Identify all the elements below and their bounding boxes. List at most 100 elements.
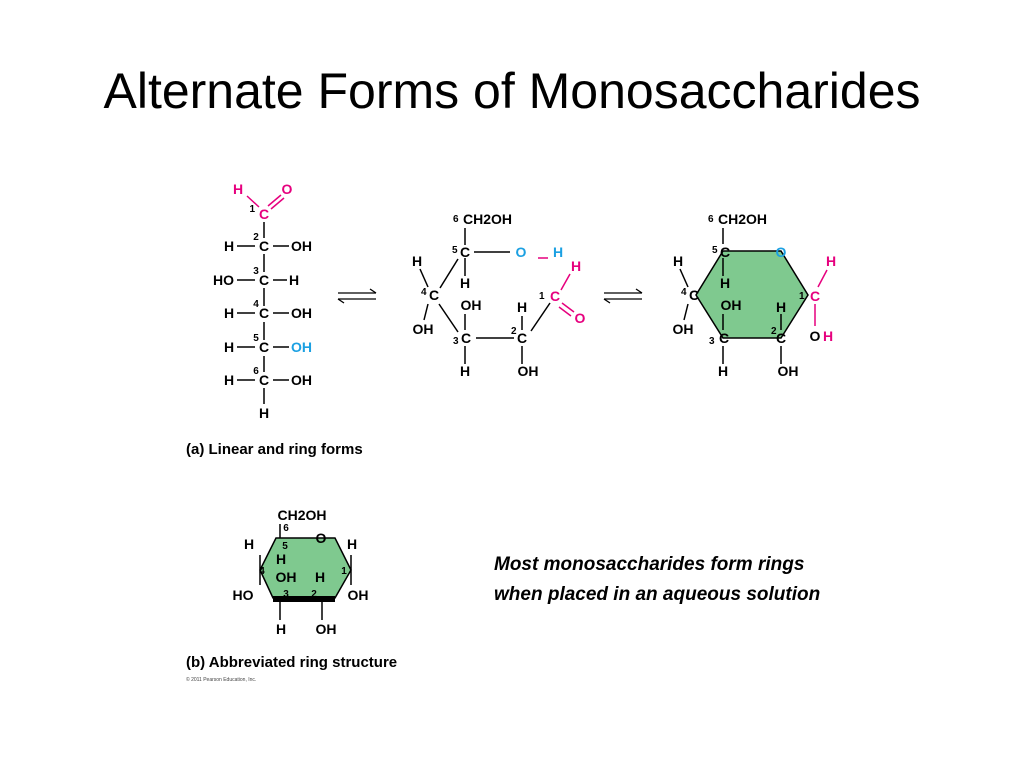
note-line-2: when placed in an aqueous solution xyxy=(494,584,821,605)
abbrev-c2-oh: OH xyxy=(316,621,337,637)
ring-num-5: 5 xyxy=(712,245,718,256)
ring-oxygen: O xyxy=(776,244,787,260)
ring-num-4: 4 xyxy=(681,287,687,298)
open-c5-h: H xyxy=(553,244,563,260)
ring-c4-h: H xyxy=(673,253,683,269)
caption-linear-ring: (a) Linear and ring forms xyxy=(186,441,363,458)
open-c4-h: H xyxy=(412,253,422,269)
linear-c5: C xyxy=(259,339,269,355)
abbrev-c3-oh: OH xyxy=(276,569,297,585)
open-c3-h: H xyxy=(460,363,470,379)
abbrev-num-6: 6 xyxy=(283,523,289,534)
open-c2-h: H xyxy=(517,299,527,315)
linear-bottom-h: H xyxy=(259,405,269,421)
ring-c4: C xyxy=(689,287,699,303)
open-chain-labels: 6 CH2OH 5 C O H H H 4 C OH OH 3 C H H 2 … xyxy=(412,211,586,379)
open-c3: C xyxy=(461,330,471,346)
open-num-4: 4 xyxy=(421,287,427,298)
linear-c1: C xyxy=(259,206,269,222)
open-c1-h: H xyxy=(571,258,581,274)
linear-c2-h: H xyxy=(224,238,234,254)
linear-num-6: 6 xyxy=(253,366,259,377)
linear-c3-h: H xyxy=(289,272,299,288)
abbrev-c5-h: H xyxy=(276,551,286,567)
linear-c2: C xyxy=(259,238,269,254)
ring-num-2: 2 xyxy=(771,326,777,337)
abbrev-num-4: 4 xyxy=(259,566,265,577)
open-c3-oh: OH xyxy=(461,297,482,313)
open-c1: C xyxy=(550,288,560,304)
ring-c2: C xyxy=(776,330,786,346)
linear-c6-oh: OH xyxy=(291,372,312,388)
open-c2-oh: OH xyxy=(518,363,539,379)
open-chain-form xyxy=(419,228,551,364)
open-c5-o: O xyxy=(516,244,527,260)
linear-c5-h: H xyxy=(224,339,234,355)
abbrev-c2-h: H xyxy=(315,569,325,585)
abbrev-c4-ho: HO xyxy=(233,587,254,603)
abbrev-num-5: 5 xyxy=(282,541,288,552)
open-c6-ch2oh: CH2OH xyxy=(463,211,512,227)
ring-c3: C xyxy=(719,330,729,346)
abbrev-ch2oh: CH2OH xyxy=(277,507,326,523)
linear-num-2: 2 xyxy=(253,232,259,243)
note-line-1: Most monosaccharides form rings xyxy=(494,554,805,575)
linear-carbonyl-bonds xyxy=(246,194,285,210)
caption-abbreviated-ring: (b) Abbreviated ring structure xyxy=(186,654,397,671)
slide-title: Alternate Forms of Monosaccharides xyxy=(103,63,921,119)
ring-c5: C xyxy=(720,244,730,260)
linear-c6-h: H xyxy=(224,372,234,388)
linear-num-5: 5 xyxy=(253,333,259,344)
abbrev-c4-h: H xyxy=(244,536,254,552)
open-c5: C xyxy=(460,244,470,260)
abbrev-num-2: 2 xyxy=(311,589,317,600)
abbreviated-ring-labels: CH2OH 6 5 O H H H 4 1 OH H 3 2 HO OH H O… xyxy=(233,507,369,637)
linear-num-3: 3 xyxy=(253,266,259,277)
open-c1-o: O xyxy=(575,310,586,326)
abbrev-c1-oh: OH xyxy=(348,587,369,603)
ring-c2-h: H xyxy=(776,299,786,315)
ring-c2-oh: OH xyxy=(778,363,799,379)
open-num-1: 1 xyxy=(539,291,545,302)
ring-c1-o: O xyxy=(810,328,821,344)
ring-form-c1-bonds xyxy=(814,269,828,326)
open-num-3: 3 xyxy=(453,336,459,347)
linear-c4-oh: OH xyxy=(291,305,312,321)
abbrev-c1-h: H xyxy=(347,536,357,552)
linear-form-labels: H O C 1 C 2 H OH C 3 HO H C 4 H OH C 5 H… xyxy=(213,181,312,421)
equilibrium-arrow-1 xyxy=(337,288,377,304)
linear-num-4: 4 xyxy=(253,299,259,310)
ring-num-1: 1 xyxy=(799,291,805,302)
ring-num-3: 3 xyxy=(709,336,715,347)
linear-c3-ho: HO xyxy=(213,272,234,288)
open-c5-h-down: H xyxy=(460,275,470,291)
ring-num-6: 6 xyxy=(708,214,714,225)
ring-c5-h: H xyxy=(720,275,730,291)
linear-c6: C xyxy=(259,372,269,388)
ring-hexagon xyxy=(695,250,809,339)
linear-c5-oh: OH xyxy=(291,339,312,355)
linear-c4-h: H xyxy=(224,305,234,321)
copyright-notice: © 2011 Pearson Education, Inc. xyxy=(186,676,256,683)
linear-c1-o: O xyxy=(282,181,293,197)
open-chain-carbonyl-bonds xyxy=(538,257,575,317)
linear-c1-h: H xyxy=(233,181,243,197)
linear-num-1: 1 xyxy=(249,204,255,215)
abbrev-c3-h: H xyxy=(276,621,286,637)
ring-c1-oh-h: H xyxy=(823,328,833,344)
open-c2: C xyxy=(517,330,527,346)
ring-c6-ch2oh: CH2OH xyxy=(718,211,767,227)
note-text: Most monosaccharides form rings when pla… xyxy=(494,550,820,610)
open-c4-oh: OH xyxy=(413,321,434,337)
abbreviated-ring-bonds xyxy=(259,524,352,620)
ring-c3-oh: OH xyxy=(721,297,742,313)
ring-c4-oh: OH xyxy=(673,321,694,337)
ring-c3-h: H xyxy=(718,363,728,379)
open-c4: C xyxy=(429,287,439,303)
linear-form xyxy=(237,222,289,404)
abbrev-num-3: 3 xyxy=(283,589,289,600)
open-num-2: 2 xyxy=(511,326,517,337)
abbrev-num-1: 1 xyxy=(341,566,347,577)
abbrev-oxygen: O xyxy=(316,530,327,546)
